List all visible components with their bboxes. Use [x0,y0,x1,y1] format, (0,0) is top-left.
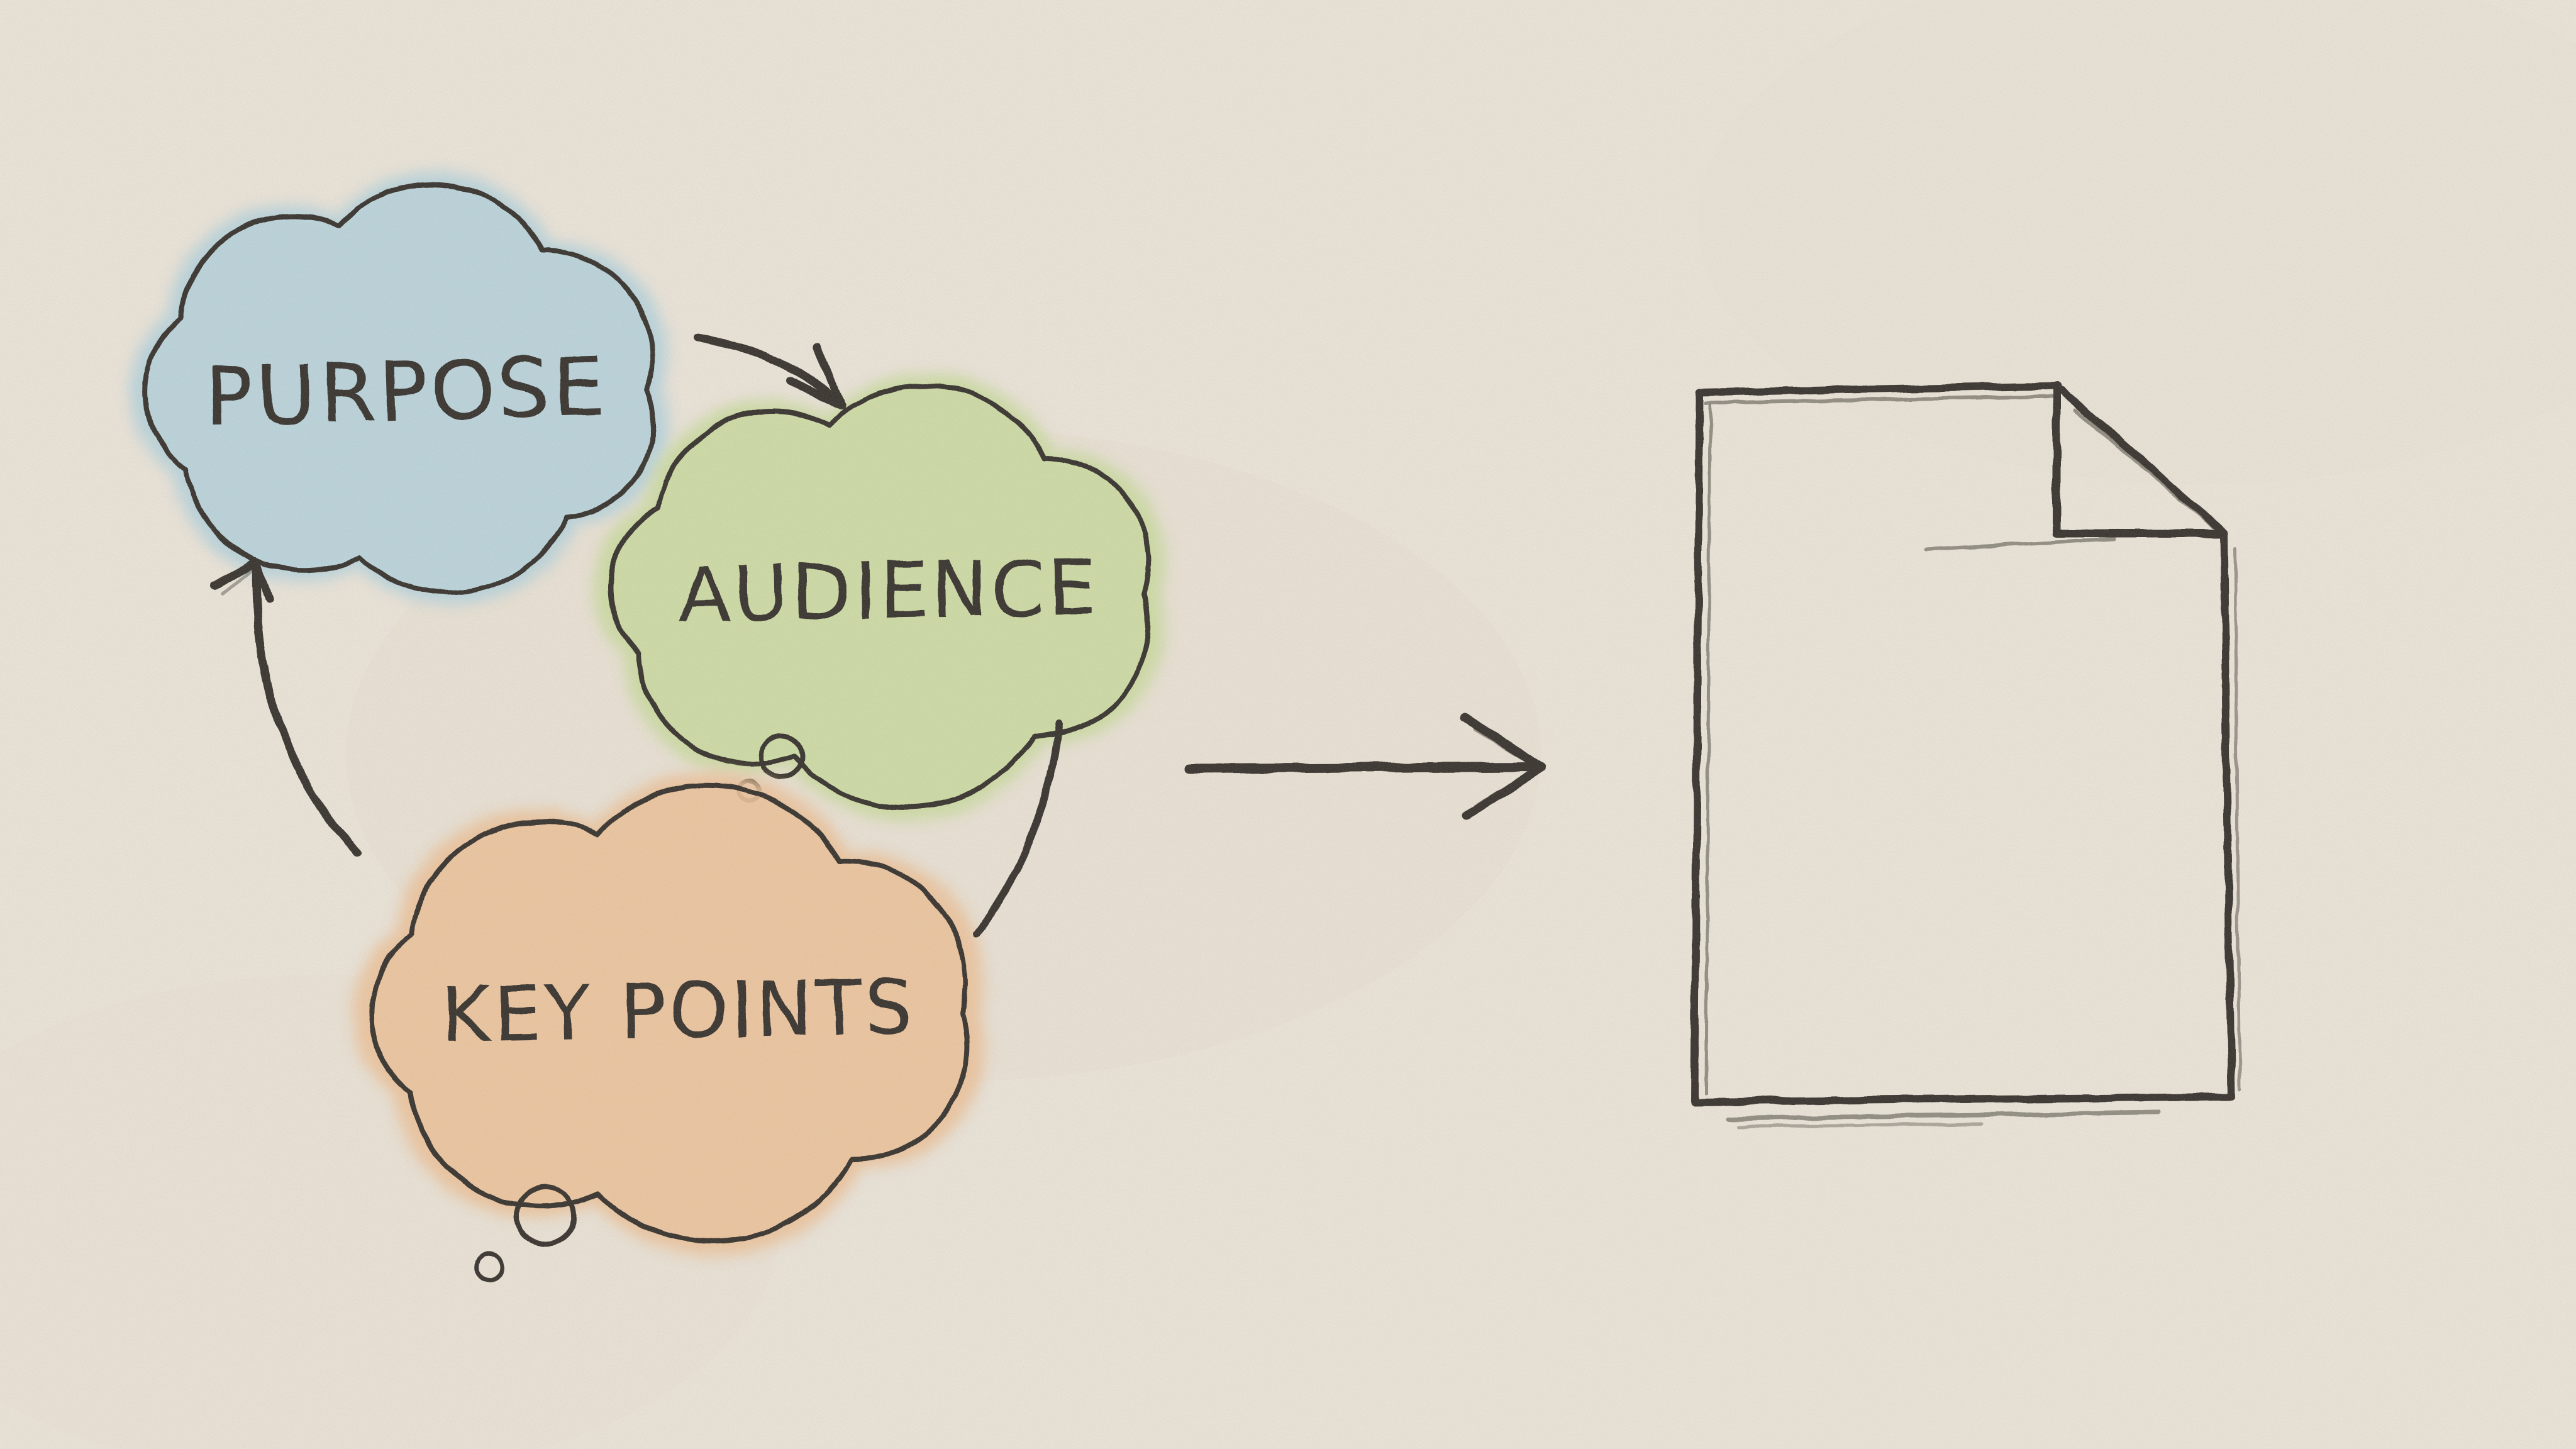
brainstorm-to-document-diagram: PURPOSE AUDIENCE KEY POINTS [0,0,2576,1449]
canvas: PURPOSE AUDIENCE KEY POINTS [0,0,2576,1449]
paper-texture-overlay [0,0,2576,1449]
